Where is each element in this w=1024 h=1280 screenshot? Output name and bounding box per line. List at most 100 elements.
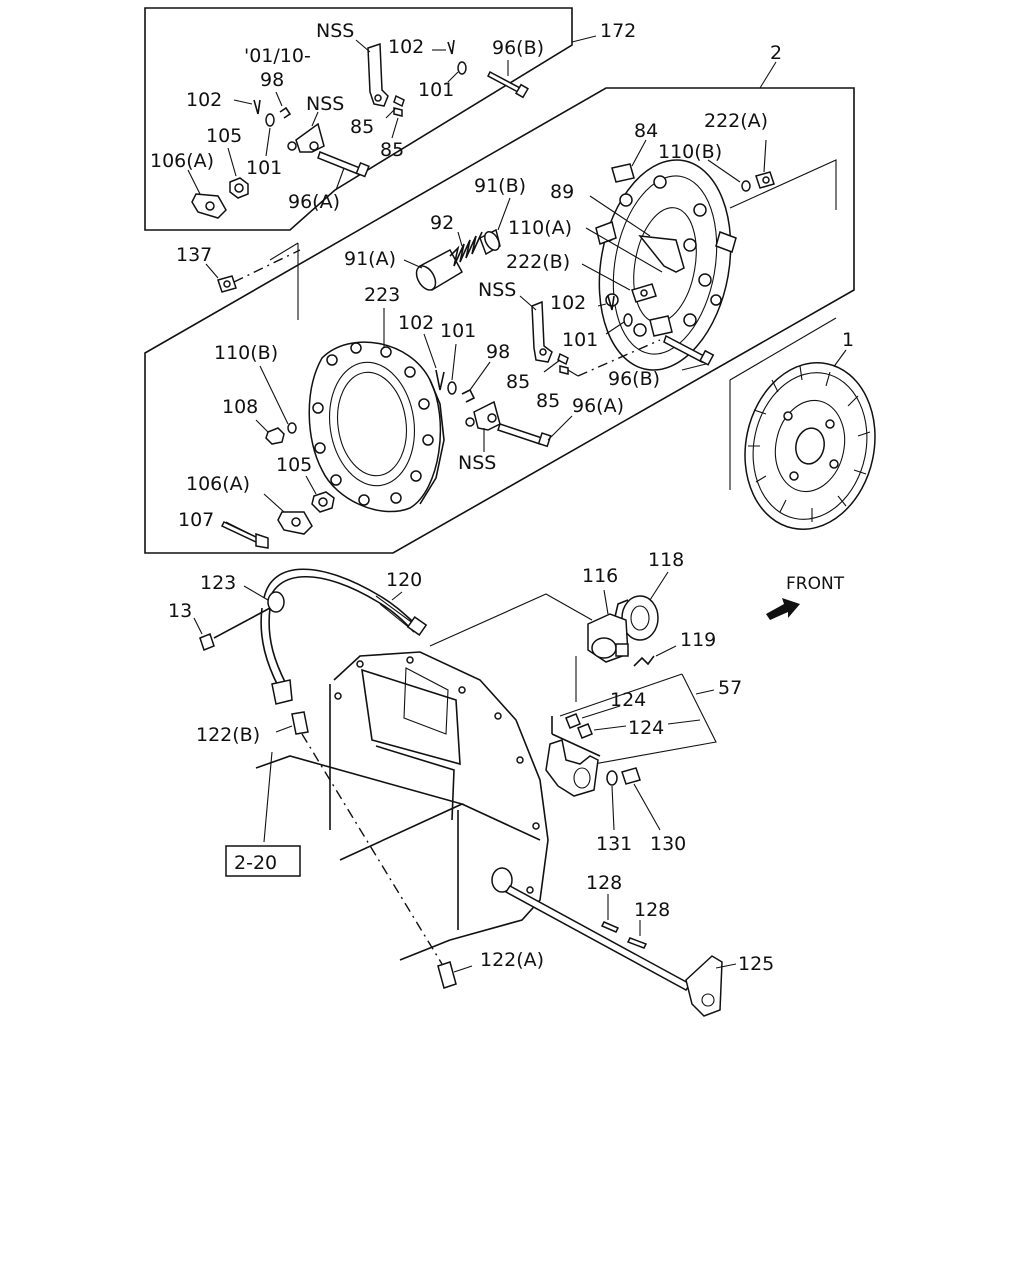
label-128-a: 128 (586, 872, 622, 894)
release-cylinder-116 (587, 613, 629, 663)
bolt-96b-a (487, 70, 529, 99)
flywheel-subframe (269, 242, 299, 320)
clip-85-c (557, 352, 569, 366)
hose-120 (263, 568, 428, 636)
label-122b: 122(B) (196, 724, 260, 746)
label-nss-b: NSS (306, 93, 344, 115)
label-110a: 110(A) (508, 217, 572, 239)
label-124-a: 124 (610, 689, 646, 711)
label-1: 1 (842, 329, 854, 351)
nut-108 (265, 427, 285, 445)
washer-131 (606, 770, 618, 786)
pressure-plate-subframe (729, 159, 837, 210)
key-128-a (600, 921, 620, 933)
bolt-137 (217, 275, 237, 293)
bell-housing (255, 651, 549, 961)
group-57-frame (559, 673, 717, 765)
bolt-222a (755, 171, 775, 189)
group-2-frame (144, 87, 855, 554)
label-nss-c: NSS (478, 279, 516, 301)
fitting-122b (291, 711, 309, 735)
clip-98-b (461, 388, 476, 403)
label-172: 172 (600, 20, 636, 42)
label-96a-a: 96(A) (288, 191, 340, 213)
label-96a-b: 96(A) (572, 395, 624, 417)
label-89: 89 (550, 181, 574, 203)
label-102-c: 102 (550, 292, 586, 314)
shaft-125 (504, 885, 723, 1017)
label-101-c: 101 (440, 320, 476, 342)
spring-pin-102-b (253, 99, 261, 115)
label-2: 2 (770, 42, 782, 64)
front-arrow-icon (766, 598, 800, 620)
bracket-nss-c (531, 300, 553, 363)
label-223: 223 (364, 284, 400, 306)
hose-lower (260, 607, 293, 705)
bolt-96a-b (497, 423, 552, 448)
washer-101-c (623, 313, 633, 327)
label-85-d: 85 (536, 390, 560, 412)
bracket-nss-top (367, 42, 389, 107)
label-ref-2-20: 2-20 (234, 852, 277, 874)
label-84: 84 (634, 120, 658, 142)
label-98-a: 98 (260, 69, 284, 91)
label-13: 13 (168, 600, 192, 622)
label-128-b: 128 (634, 899, 670, 921)
label-130: 130 (650, 833, 686, 855)
bolt-222b (631, 283, 657, 303)
washer-110b-a (741, 180, 751, 192)
flywheel-223 (308, 341, 445, 513)
label-122a: 122(A) (480, 949, 544, 971)
clip-85-d (559, 365, 569, 375)
label-106a-a: 106(A) (150, 150, 214, 172)
ref-2-20-box (225, 845, 301, 877)
label-101-b: 101 (246, 157, 282, 179)
group-2-leader (759, 61, 777, 89)
bolt-96a-a (317, 151, 370, 178)
clip-85-a (393, 94, 405, 108)
label-96b-a: 96(B) (492, 37, 544, 59)
lever-89 (638, 235, 685, 273)
label-110b-a: 110(B) (658, 141, 722, 163)
label-91b: 91(B) (474, 175, 526, 197)
bolt-124-b (577, 723, 593, 739)
disc-1-frame (729, 317, 837, 490)
bracket-nss-d (465, 400, 501, 431)
cap-91b (479, 228, 501, 256)
cylinder-91a (415, 248, 464, 292)
bolt-13 (199, 607, 271, 651)
label-106a-b: 106(A) (186, 473, 250, 495)
label-85-b: 85 (380, 139, 404, 161)
label-front: FRONT (786, 574, 845, 594)
washer-101-a (457, 61, 467, 75)
label-nss-top: NSS (316, 20, 354, 42)
bolt-96b-b (663, 334, 715, 366)
fitting-122a (437, 961, 457, 989)
label-85-c: 85 (506, 371, 530, 393)
label-118: 118 (648, 549, 684, 571)
label-123: 123 (200, 572, 236, 594)
bolt-130 (621, 767, 641, 785)
label-nss-d: NSS (458, 452, 496, 474)
washer-110b-b (287, 422, 297, 434)
washer-101-b (265, 113, 275, 127)
label-120: 120 (386, 569, 422, 591)
label-222a: 222(A) (704, 110, 768, 132)
key-128-b (626, 937, 648, 949)
washer-101-d (447, 381, 457, 395)
label-125: 125 (738, 953, 774, 975)
spring-pin-102-d (435, 369, 445, 391)
label-124-b: 124 (628, 717, 664, 739)
plate-106a-b (277, 511, 313, 535)
label-85-a: 85 (350, 116, 374, 138)
label-101-d: 101 (562, 329, 598, 351)
label-105-b: 105 (276, 454, 312, 476)
label-102-a: 102 (388, 36, 424, 58)
label-105-a: 105 (206, 125, 242, 147)
spring-92 (449, 231, 483, 267)
label-110b-b: 110(B) (214, 342, 278, 364)
label-101-a: 101 (418, 79, 454, 101)
bolt-107 (220, 521, 269, 549)
label-92: 92 (430, 212, 454, 234)
